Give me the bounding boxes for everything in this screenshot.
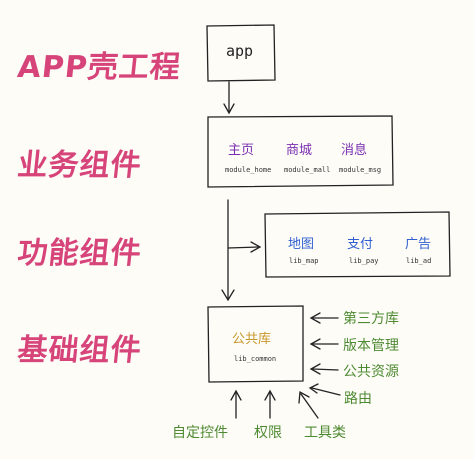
input-custom-view: 自定控件 <box>172 425 228 441</box>
layer-label-function: 功能组件 <box>15 236 144 271</box>
function-item-ad-en: lib_ad <box>406 257 432 265</box>
base-box-en: lib_common <box>234 355 277 363</box>
input-permission: 权限 <box>254 425 282 441</box>
arrow-utils <box>300 393 319 419</box>
app-box <box>206 24 276 82</box>
business-item-mall-en: module_mall <box>284 166 331 174</box>
business-box <box>207 115 394 188</box>
business-item-msg-en: module_msg <box>339 166 382 174</box>
business-item-home-en: module_home <box>225 166 272 174</box>
business-item-home-cn: 主页 <box>228 143 255 158</box>
function-item-map-cn: 地图 <box>288 237 315 252</box>
input-utils: 工具类 <box>304 425 346 441</box>
arrow-resources <box>312 368 339 371</box>
app-box-label: app <box>226 42 254 60</box>
arrow-to-function <box>227 246 259 249</box>
input-version: 版本管理 <box>343 338 399 354</box>
base-box <box>207 305 304 383</box>
function-item-pay-en: lib_pay <box>349 257 379 265</box>
input-resources: 公共资源 <box>343 364 399 380</box>
function-item-map-en: lib_map <box>289 257 319 265</box>
function-box <box>264 211 451 278</box>
business-item-msg-cn: 消息 <box>341 143 368 158</box>
function-item-pay-cn: 支付 <box>347 237 374 252</box>
layer-label-base: 基础组件 <box>15 333 144 368</box>
arrow-route <box>311 387 341 396</box>
input-third-party: 第三方库 <box>343 311 399 327</box>
layer-label-business: 业务组件 <box>15 148 144 183</box>
base-box-cn: 公共库 <box>232 332 272 347</box>
layer-label-shell: APP壳工程 <box>15 50 183 85</box>
business-item-mall-cn: 商城 <box>286 143 313 158</box>
function-item-ad-cn: 广告 <box>405 237 432 252</box>
input-route: 路由 <box>344 391 372 407</box>
